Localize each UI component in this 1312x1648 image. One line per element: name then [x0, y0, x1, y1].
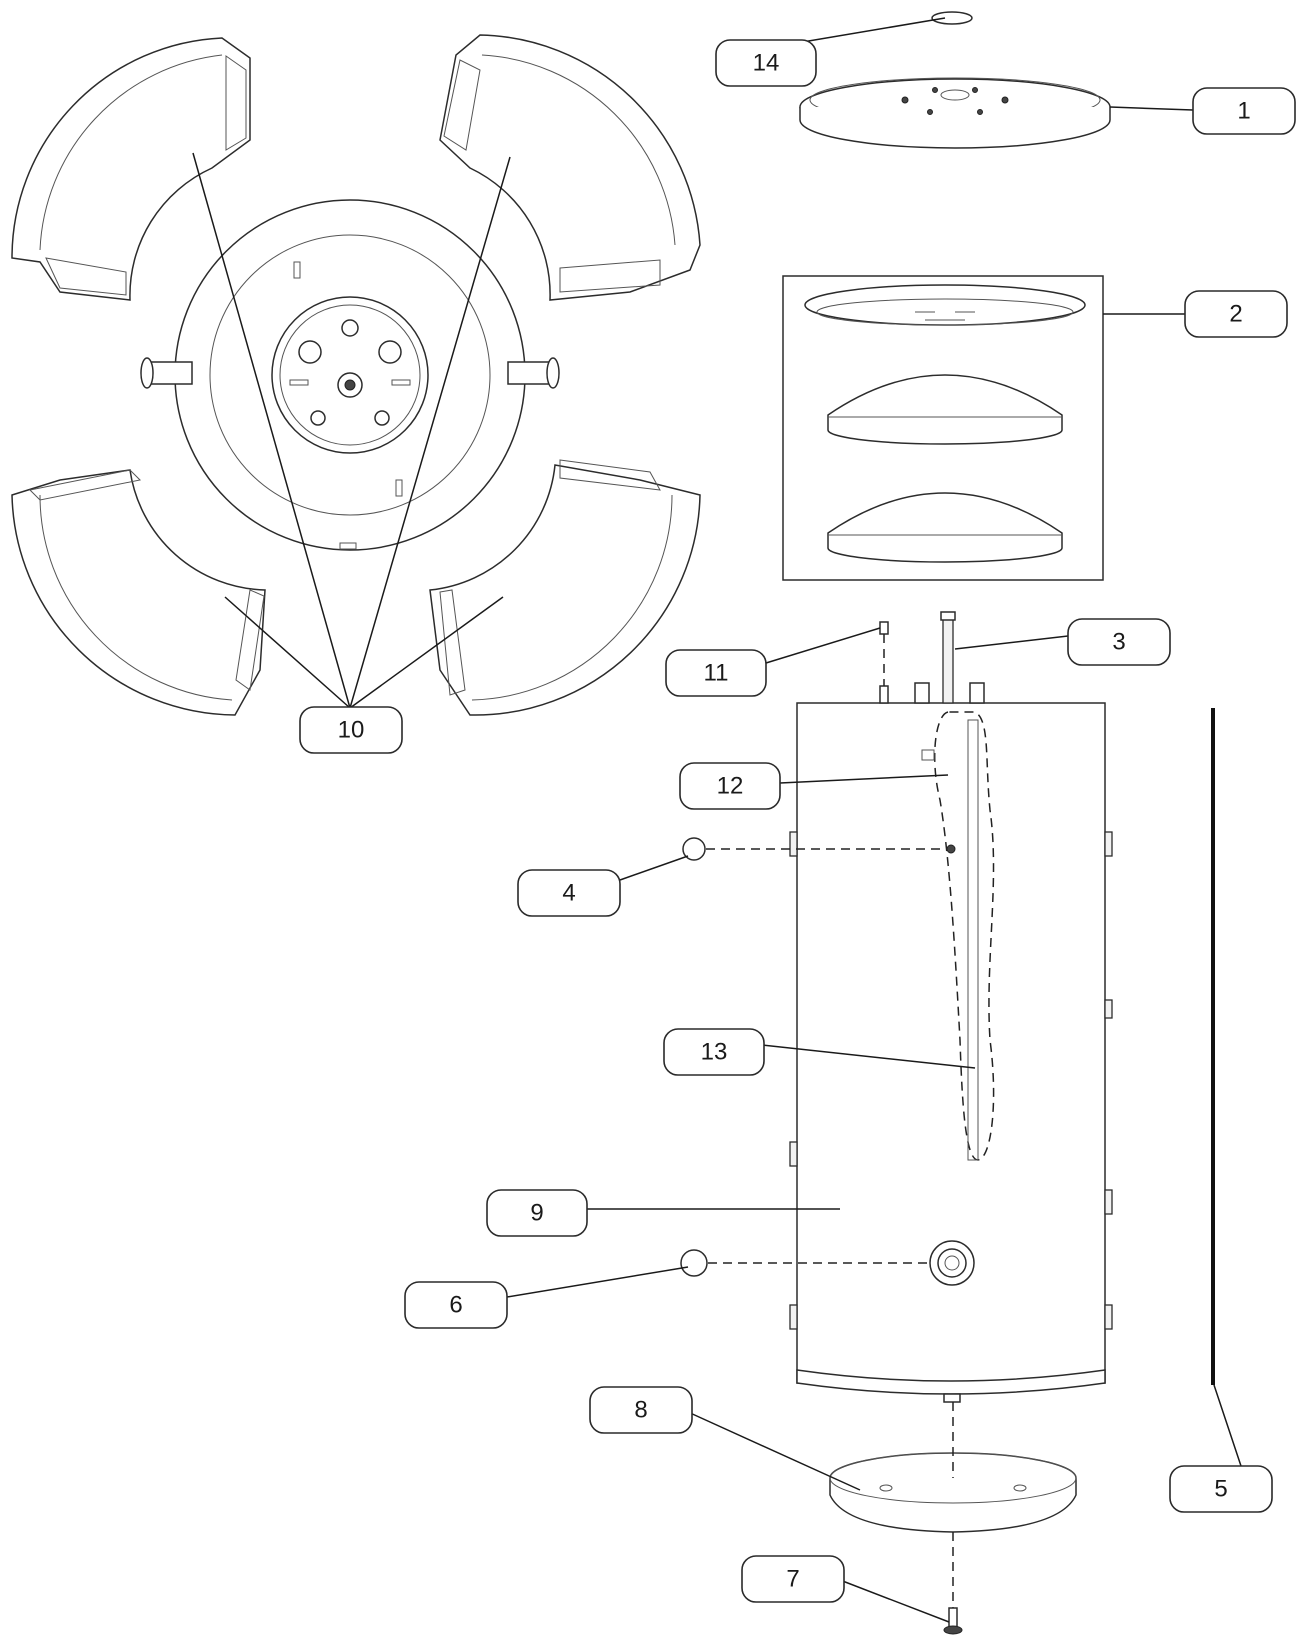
- callout-4: 4: [517, 869, 621, 917]
- svg-text:7: 7: [786, 1566, 799, 1593]
- svg-text:3: 3: [1112, 629, 1125, 656]
- svg-text:4: 4: [562, 880, 575, 907]
- callout-14: 14: [715, 39, 817, 87]
- insulation-shell-lower-right: [429, 459, 701, 716]
- svg-text:1: 1: [1237, 98, 1250, 125]
- leader-lines: [192, 17, 1242, 1623]
- insulation-shell-upper-right: [439, 34, 701, 301]
- svg-text:6: 6: [449, 1292, 462, 1319]
- callout-12: 12: [679, 762, 781, 810]
- callout-5: 5: [1169, 1465, 1273, 1513]
- tank-body-part-9: [789, 611, 1113, 1403]
- svg-text:5: 5: [1214, 1476, 1227, 1503]
- plug-part-4: [682, 837, 946, 861]
- top-view-assembly: [11, 34, 701, 716]
- svg-text:11: 11: [704, 660, 729, 687]
- callout-1: 1: [1192, 87, 1296, 135]
- callout-11: 11: [665, 649, 767, 697]
- screw-part-7: [943, 1607, 963, 1635]
- callout-10: 10: [299, 706, 403, 754]
- insulation-shell-upper-left: [11, 37, 251, 301]
- callout-3: 3: [1067, 618, 1171, 666]
- svg-text:14: 14: [753, 50, 780, 77]
- callout-6: 6: [404, 1281, 508, 1329]
- callout-13: 13: [663, 1028, 765, 1076]
- valve-part-11: [879, 621, 889, 686]
- svg-text:12: 12: [717, 773, 744, 800]
- callout-2: 2: [1184, 290, 1288, 338]
- svg-text:9: 9: [530, 1200, 543, 1227]
- svg-text:8: 8: [634, 1397, 647, 1424]
- bottom-cover-set-part-2: [782, 275, 1104, 581]
- svg-text:2: 2: [1229, 301, 1242, 328]
- callout-7: 7: [741, 1555, 845, 1603]
- base-part-8: [829, 1402, 1077, 1610]
- callout-9: 9: [486, 1189, 588, 1237]
- cap-part-14: [931, 11, 973, 25]
- svg-text:13: 13: [701, 1039, 728, 1066]
- callout-8: 8: [589, 1386, 693, 1434]
- insulation-shell-lower-left: [11, 469, 266, 716]
- top-cover-part-1: [799, 77, 1111, 149]
- plug-part-6: [680, 1249, 928, 1277]
- tank-top-view: [140, 199, 560, 551]
- svg-text:10: 10: [338, 717, 365, 744]
